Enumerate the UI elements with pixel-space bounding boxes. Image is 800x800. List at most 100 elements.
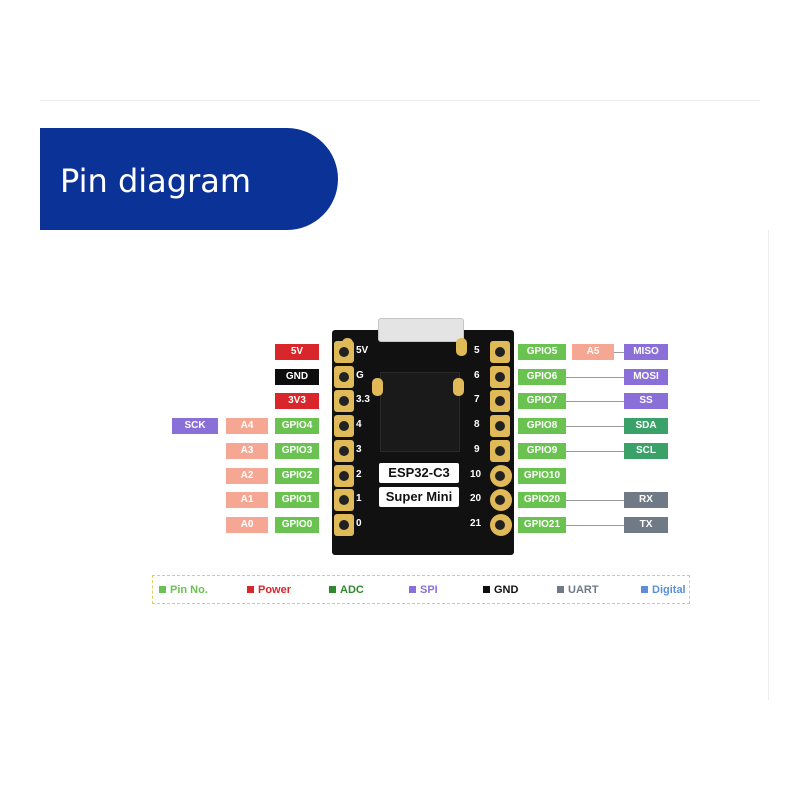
pin-pad-left <box>334 366 354 388</box>
legend-swatch <box>641 586 648 593</box>
legend-item: SPI <box>409 584 438 596</box>
legend: Pin No. Power ADC SPI GND UART Digital <box>152 575 690 604</box>
legend-item: Pin No. <box>159 584 208 596</box>
board-pad-mid-left <box>372 378 383 396</box>
legend-label: GND <box>494 584 519 596</box>
gpio-label: GPIO10 <box>518 468 566 484</box>
spi-label: SS <box>624 393 668 409</box>
connector-line <box>566 426 624 427</box>
pin-pad-left <box>334 415 354 437</box>
pin-number-left: 0 <box>356 518 362 529</box>
gpio-label: GPIO3 <box>275 443 319 459</box>
pin-number-right: 5 <box>474 345 480 356</box>
board-pad-mid-right <box>453 378 464 396</box>
adc-label: A3 <box>226 443 268 459</box>
gpio-label: GPIO0 <box>275 517 319 533</box>
pin-pad-left <box>334 514 354 536</box>
connector-line <box>566 525 624 526</box>
gpio-label: GPIO4 <box>275 418 319 434</box>
adc-label: A5 <box>572 344 614 360</box>
legend-label: ADC <box>340 584 364 596</box>
background-edge-right <box>768 230 769 700</box>
gpio-label: GPIO21 <box>518 517 566 533</box>
gnd-label: GND <box>275 369 319 385</box>
legend-label: Digital <box>652 584 686 596</box>
gpio-label: GPIO9 <box>518 443 566 459</box>
board-pad-top-right <box>456 338 467 356</box>
adc-label: A0 <box>226 517 268 533</box>
pin-pad-right <box>490 366 510 388</box>
legend-item: GND <box>483 584 518 596</box>
pin-pad-right <box>490 465 512 487</box>
spi-label: MOSI <box>624 369 668 385</box>
uart-label: RX <box>624 492 668 508</box>
chip <box>380 372 460 452</box>
pin-number-right: 8 <box>474 419 480 430</box>
legend-item: ADC <box>329 584 364 596</box>
legend-label: SPI <box>420 584 438 596</box>
pin-number-left: 5V <box>356 345 369 356</box>
uart-label: TX <box>624 517 668 533</box>
power-label: 5V <box>275 344 319 360</box>
legend-label: Pin No. <box>170 584 208 596</box>
pin-pad-right <box>490 341 510 363</box>
spi-label: SCK <box>172 418 218 434</box>
pin-pad-right <box>490 440 510 462</box>
pin-pad-left <box>334 341 354 363</box>
adc-label: A1 <box>226 492 268 508</box>
legend-label: UART <box>568 584 599 596</box>
gpio-label: GPIO5 <box>518 344 566 360</box>
pin-pad-right <box>490 390 510 412</box>
connector-line <box>614 352 624 353</box>
pin-pad-left <box>334 390 354 412</box>
pin-number-left: 4 <box>356 419 362 430</box>
legend-item: Digital <box>641 584 686 596</box>
legend-swatch <box>483 586 490 593</box>
pin-pad-left <box>334 489 354 511</box>
legend-item: Power <box>247 584 291 596</box>
pin-number-right: 21 <box>470 518 482 529</box>
gpio-label: GPIO7 <box>518 393 566 409</box>
title-banner: Pin diagram <box>40 128 338 230</box>
legend-item: UART <box>557 584 599 596</box>
legend-swatch <box>159 586 166 593</box>
connector-line <box>566 401 624 402</box>
legend-swatch <box>557 586 564 593</box>
gpio-label: GPIO6 <box>518 369 566 385</box>
background-edge-top <box>40 100 760 101</box>
gpio-label: GPIO1 <box>275 492 319 508</box>
board-name-line2: Super Mini <box>379 487 459 507</box>
legend-swatch <box>247 586 254 593</box>
pin-pad-right <box>490 514 512 536</box>
connector-line <box>566 451 624 452</box>
pin-number-left: 3 <box>356 444 362 455</box>
pin-number-left: 1 <box>356 493 362 504</box>
pin-number-left: G <box>356 370 364 381</box>
page-title: Pin diagram <box>60 162 251 200</box>
pin-number-right: 10 <box>470 469 482 480</box>
board-name-line1: ESP32-C3 <box>379 463 459 483</box>
gpio-label: GPIO2 <box>275 468 319 484</box>
pin-number-right: 7 <box>474 394 480 405</box>
legend-swatch <box>329 586 336 593</box>
adc-label: A2 <box>226 468 268 484</box>
connector-line <box>566 377 624 378</box>
pin-number-right: 6 <box>474 370 480 381</box>
usb-c-connector <box>378 318 464 342</box>
pin-number-right: 9 <box>474 444 480 455</box>
legend-label: Power <box>258 584 292 596</box>
pin-pad-right <box>490 415 510 437</box>
gpio-label: GPIO20 <box>518 492 566 508</box>
pin-number-left: 2 <box>356 469 362 480</box>
pin-number-right: 20 <box>470 493 482 504</box>
pin-pad-right <box>490 489 512 511</box>
pin-number-left: 3.3 <box>356 394 370 405</box>
power-label: 3V3 <box>275 393 319 409</box>
i2c-label: SDA <box>624 418 668 434</box>
legend-swatch <box>409 586 416 593</box>
spi-label: MISO <box>624 344 668 360</box>
connector-line <box>566 500 624 501</box>
gpio-label: GPIO8 <box>518 418 566 434</box>
pin-pad-left <box>334 440 354 462</box>
pin-pad-left <box>334 465 354 487</box>
